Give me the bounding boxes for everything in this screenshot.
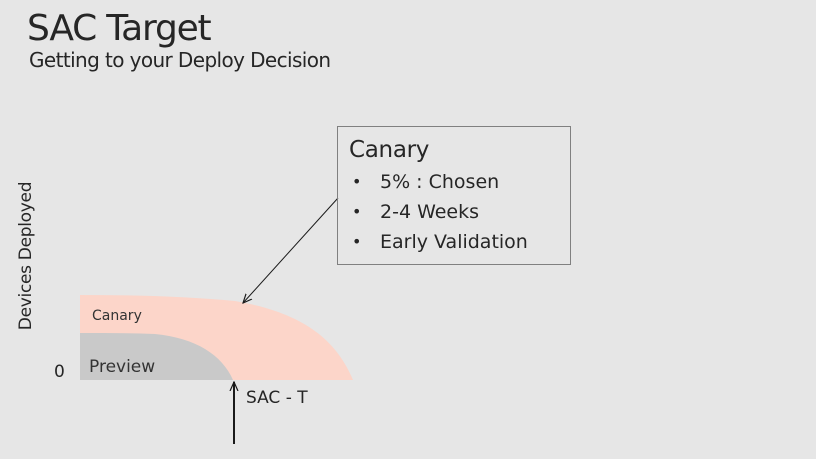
bullet-icon: • — [352, 232, 362, 251]
callout-item-text: 2-4 Weeks — [380, 201, 480, 223]
preview-phase-shape — [80, 333, 233, 380]
canary-phase-label: Canary — [92, 308, 142, 324]
preview-phase-label: Preview — [89, 357, 156, 377]
bullet-icon: • — [352, 172, 362, 191]
callout-pointer-arrow — [243, 197, 339, 303]
callout-item-text: Early Validation — [380, 231, 528, 253]
callout-item: • 2-4 Weeks — [349, 197, 570, 227]
zero-label: 0 — [54, 362, 65, 382]
callout-item-text: 5% : Chosen — [380, 171, 500, 193]
callout-heading: Canary — [349, 137, 430, 163]
canary-callout-box: Canary • 5% : Chosen • 2-4 Weeks • Early… — [337, 126, 571, 265]
slide-title: SAC Target — [27, 8, 212, 49]
callout-item: • Early Validation — [349, 227, 570, 257]
callout-item: • 5% : Chosen — [349, 167, 570, 197]
callout-list: • 5% : Chosen • 2-4 Weeks • Early Valida… — [349, 167, 570, 257]
bullet-icon: • — [352, 202, 362, 221]
slide-subtitle: Getting to your Deploy Decision — [29, 48, 331, 72]
sac-t-marker-label: SAC - T — [246, 388, 308, 408]
